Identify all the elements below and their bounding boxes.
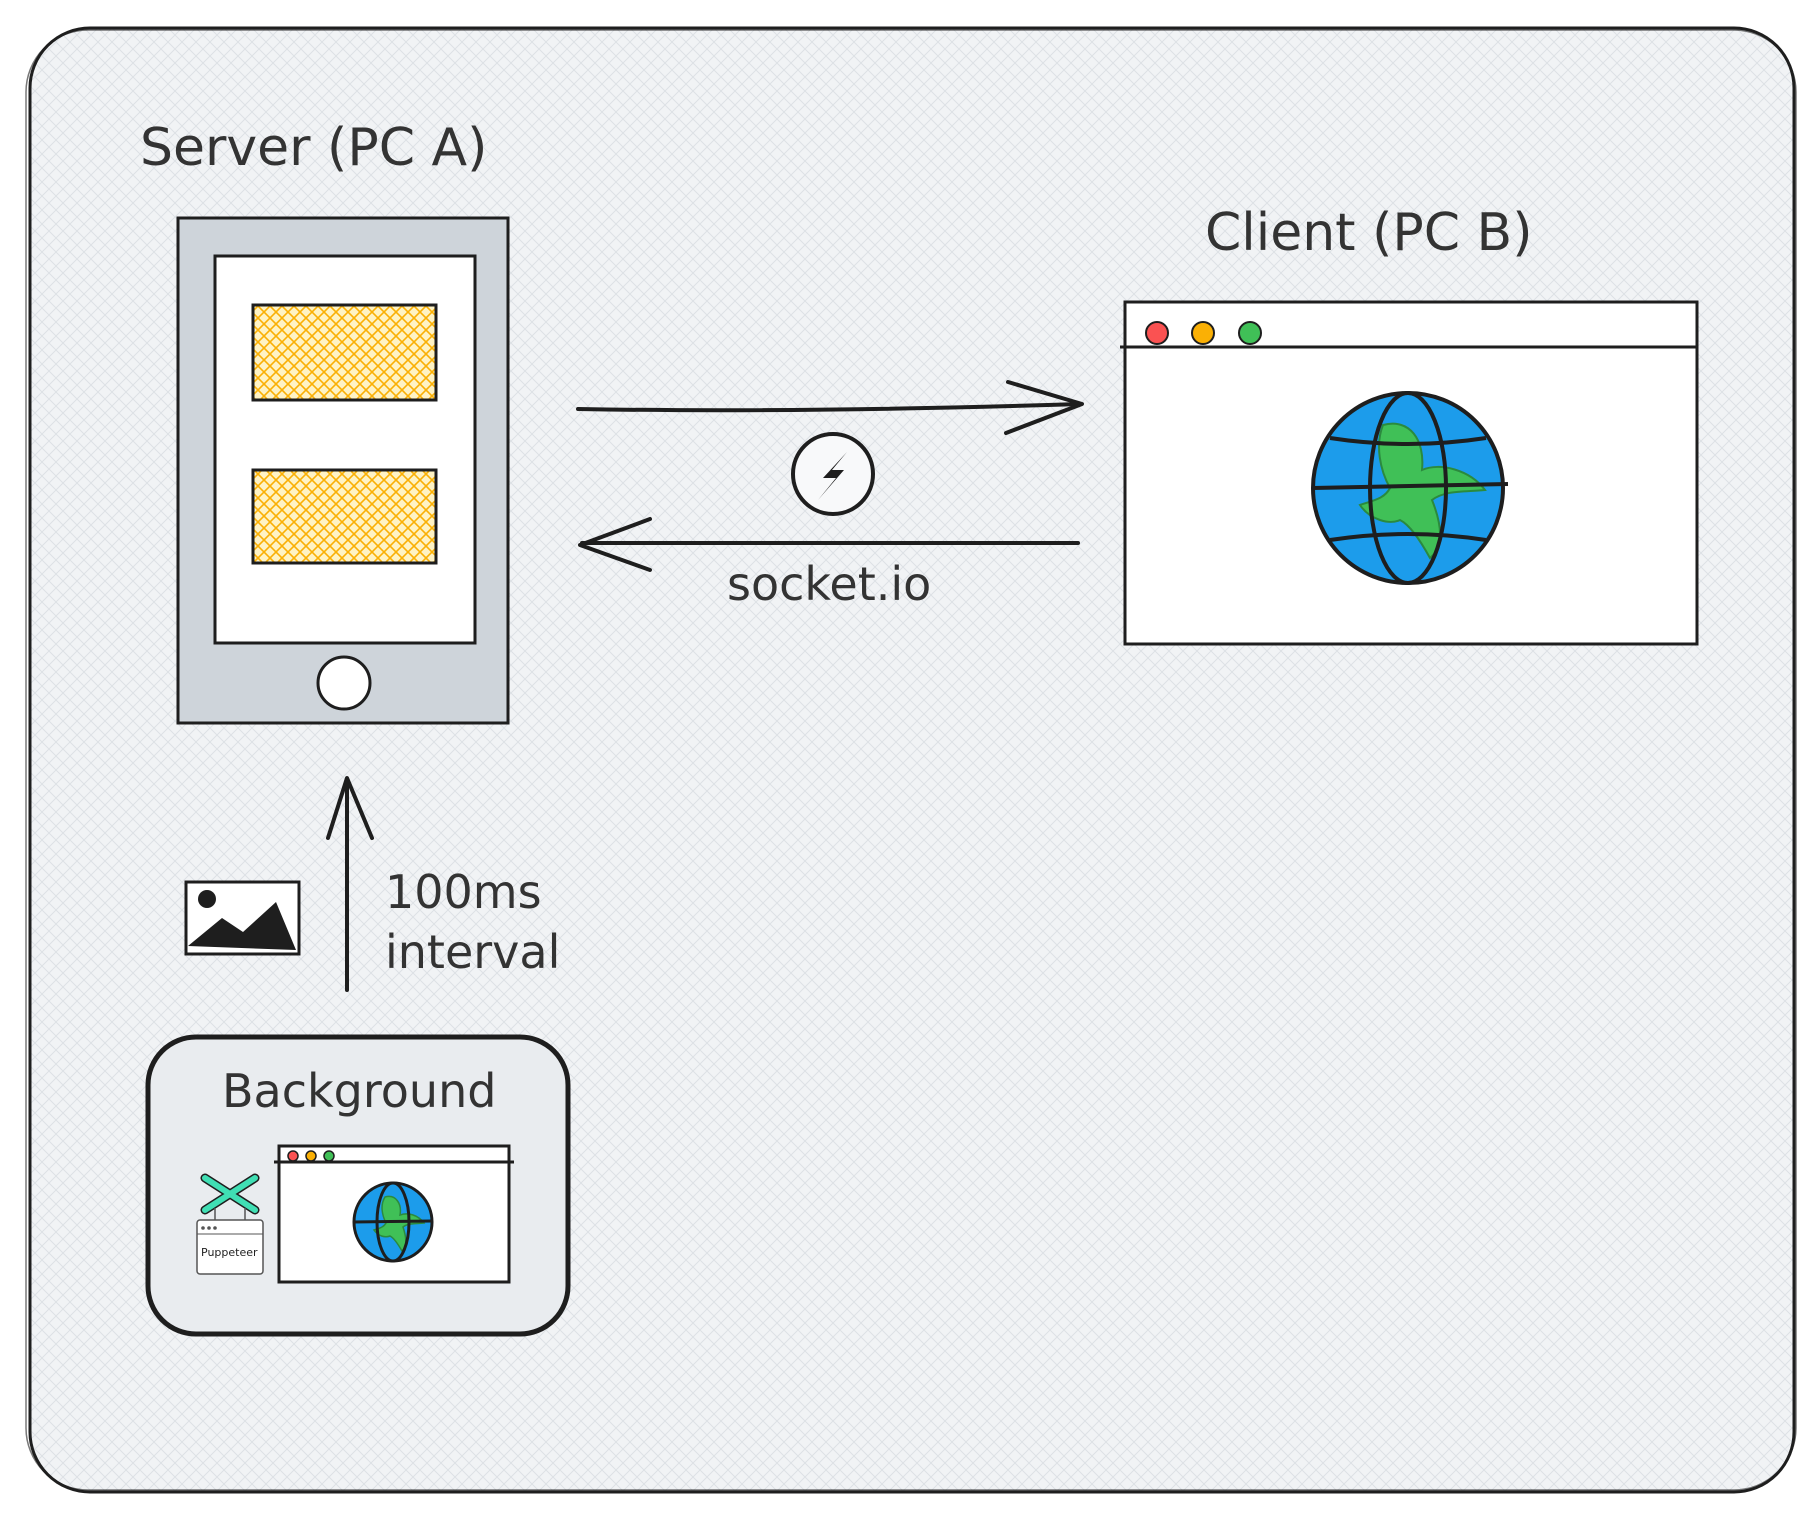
server-card-top [251, 303, 438, 402]
puppeteer-label: Puppeteer [201, 1246, 258, 1259]
background-browser-window [274, 1144, 514, 1284]
background-panel: Background Puppeteer [145, 1034, 571, 1337]
image-icon [184, 880, 301, 956]
background-title: Background [222, 1064, 496, 1118]
client-title: Client (PC B) [1205, 203, 1533, 263]
arrow-to-client [576, 380, 1084, 435]
connection-label: socket.io [727, 557, 931, 611]
home-button [316, 655, 372, 711]
mini-maximize-dot [323, 1150, 335, 1162]
window-maximize-dot [1238, 321, 1262, 345]
capture-arrow [326, 776, 374, 992]
mini-close-dot [287, 1150, 299, 1162]
window-close-dot [1145, 321, 1169, 345]
globe-icon [1311, 391, 1509, 585]
socketio-icon [791, 432, 875, 516]
interval-unit: interval [385, 925, 560, 979]
server-card-bottom [251, 468, 438, 565]
server-title: Server (PC A) [140, 118, 487, 178]
mini-globe-icon [352, 1181, 434, 1263]
mini-minimize-dot [305, 1150, 317, 1162]
window-minimize-dot [1191, 321, 1215, 345]
arrow-to-server [578, 517, 1080, 572]
client-browser-window [1120, 300, 1699, 646]
puppeteer-icon: Puppeteer [196, 1173, 264, 1275]
server-device [176, 216, 510, 725]
interval-value: 100ms [385, 865, 542, 919]
